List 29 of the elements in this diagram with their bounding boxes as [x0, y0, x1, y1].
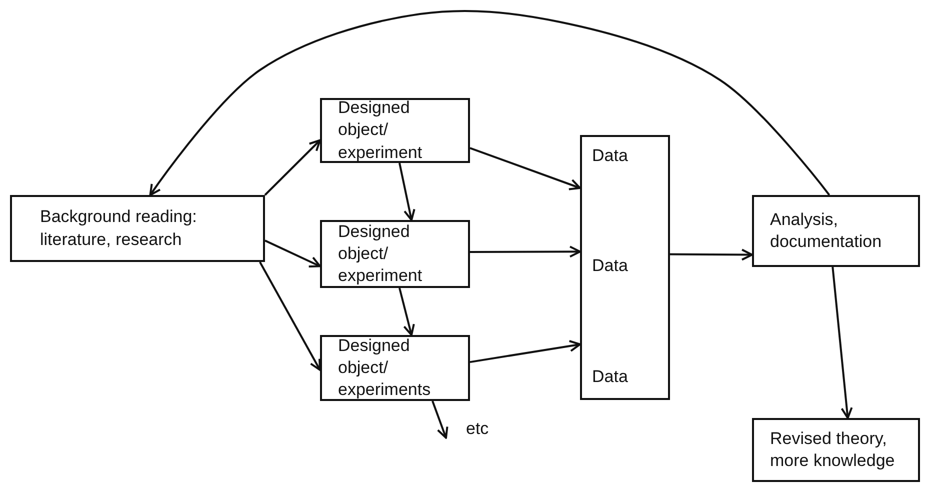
arrow: [432, 400, 448, 439]
arrow: [670, 248, 753, 261]
arrow: [259, 262, 321, 371]
arrow: [398, 288, 415, 336]
arrow: [470, 246, 581, 258]
arrow: [470, 147, 581, 190]
box-text: Designed object/ experiment: [338, 220, 424, 288]
arrow: [264, 240, 321, 268]
box-text: Designed object/ experiment: [338, 97, 424, 164]
process-box: [320, 98, 470, 163]
process-box: [752, 418, 920, 482]
box-text: Designed object/ experiments: [338, 334, 432, 402]
arrow: [470, 340, 581, 364]
arrow: [832, 266, 853, 419]
box-text: Data: [592, 366, 629, 388]
box-text: Background reading: literature, research: [40, 206, 198, 250]
arrow: [264, 139, 321, 196]
box-text: Data: [592, 255, 629, 278]
arrow: [149, 10, 830, 196]
box-text: Analysis, documentation: [770, 208, 883, 253]
arrow: [398, 162, 416, 221]
data-box: [580, 135, 670, 400]
box-text: Revised theory, more knowledge: [770, 428, 896, 472]
process-box: [10, 195, 265, 262]
note-text: etc: [466, 418, 490, 440]
process-box: [752, 195, 920, 267]
process-box: [320, 220, 470, 288]
process-box: [320, 335, 470, 401]
box-text: Data: [592, 145, 629, 167]
